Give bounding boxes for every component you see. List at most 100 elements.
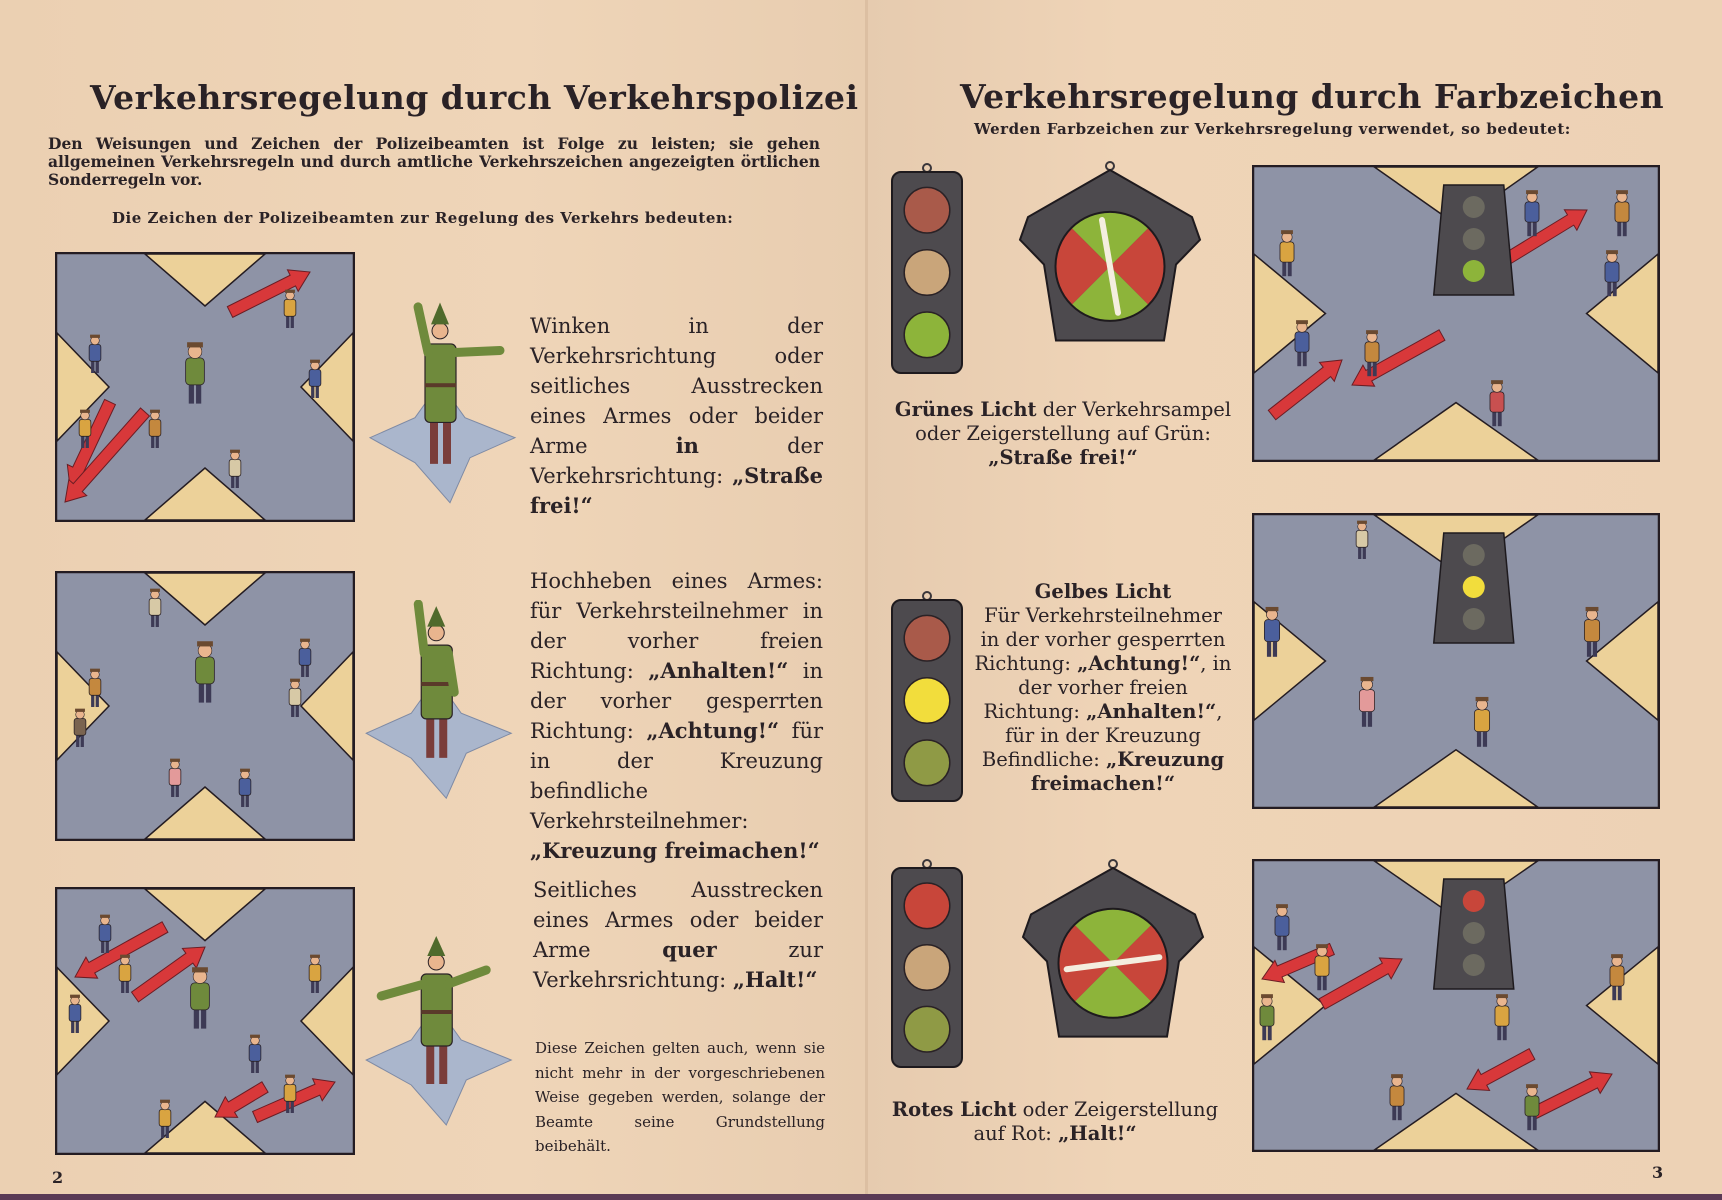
person-body — [238, 777, 252, 796]
crossing-platform — [368, 381, 517, 504]
person-leg — [71, 1020, 75, 1033]
person-hat — [1265, 606, 1279, 612]
person-leg — [193, 1007, 199, 1029]
person-body — [1489, 391, 1505, 413]
person-leg — [81, 435, 85, 448]
officer-boot — [430, 415, 438, 464]
person-leg — [1262, 1024, 1267, 1041]
person-body — [73, 717, 87, 736]
person-leg — [1282, 934, 1287, 951]
officer-arm — [443, 965, 491, 989]
signal-text: Winken in der Verkehrsrichtung oder seit… — [530, 314, 823, 458]
person-hat — [1611, 954, 1623, 959]
lamp-green — [903, 311, 951, 359]
person-body — [1583, 619, 1601, 642]
page-fold — [865, 0, 868, 1200]
person-hat — [1281, 230, 1293, 235]
crossing-platform — [365, 1004, 513, 1126]
green-light-command: „Straße frei!“ — [988, 446, 1138, 469]
person-hat — [285, 1074, 295, 1078]
signal-text-street-free: Winken in der Verkehrsrichtung oder seit… — [530, 311, 823, 521]
person-body — [1494, 1005, 1510, 1027]
person-hat — [90, 334, 100, 338]
officer-arm — [413, 600, 429, 658]
red-arrow — [1528, 1071, 1613, 1121]
person-leg — [155, 435, 159, 448]
person-hat — [192, 967, 208, 973]
person-leg — [1302, 350, 1307, 367]
person-hat — [100, 914, 110, 918]
person-body — [190, 982, 210, 1011]
person-leg — [1532, 1114, 1537, 1131]
person-hat — [1585, 606, 1599, 612]
signal-emphasis: in — [675, 433, 699, 458]
yellow-light-desc: , für in der Kreuzung Befindliche: — [981, 700, 1223, 771]
traffic-light-red — [891, 859, 963, 1068]
dial-quadrant — [1113, 924, 1168, 1002]
illustration-crossing-police-wave — [55, 252, 355, 522]
red-arrow — [1318, 957, 1403, 1010]
signal-command: „Straße frei!“ — [530, 463, 823, 518]
person-hat — [290, 678, 300, 682]
green-light-heading: Grünes Licht — [894, 398, 1037, 421]
person-hat — [300, 638, 310, 642]
officer-boot — [426, 712, 435, 758]
person-leg — [1272, 639, 1278, 657]
person-leg — [1622, 220, 1627, 237]
person-body — [88, 344, 102, 362]
person-leg — [91, 694, 95, 707]
person-leg — [196, 382, 202, 404]
dial-quadrant — [1071, 266, 1149, 321]
person-body — [1389, 1085, 1405, 1107]
person-leg — [1497, 410, 1502, 427]
lamp-red — [1462, 196, 1485, 218]
person-body — [195, 656, 215, 685]
person-leg — [1607, 280, 1612, 297]
person-leg — [286, 315, 290, 328]
officer-boot — [426, 1040, 435, 1084]
page-bottom-edge — [0, 1194, 1722, 1200]
person-leg — [1277, 934, 1282, 951]
person-body — [308, 369, 322, 387]
person-leg — [1367, 360, 1372, 377]
sidewalk-corner — [299, 650, 354, 762]
sidewalk-corner — [142, 467, 268, 521]
person-body — [168, 767, 182, 786]
person-body — [158, 1108, 172, 1127]
person-hat — [150, 409, 160, 413]
person-leg — [301, 664, 305, 677]
page-number-left: 2 — [52, 1168, 64, 1187]
sidewalk-corner — [1372, 748, 1540, 808]
left-page-title: Verkehrsregelung durch Verkehrspolizei — [90, 78, 859, 117]
crossing-platform — [365, 677, 513, 800]
sidewalk-corner — [1585, 600, 1659, 722]
person-hat — [1616, 190, 1628, 195]
signal-text: in der vorher gesperrten Richtung: — [530, 659, 824, 743]
officer-boot — [443, 415, 451, 464]
person-hat — [70, 994, 80, 998]
person-leg — [1617, 984, 1622, 1001]
red-light-command: „Halt!“ — [1058, 1122, 1137, 1145]
person-leg — [188, 382, 194, 404]
person-leg — [315, 980, 319, 993]
person-body — [228, 458, 242, 477]
person-body — [1604, 261, 1620, 283]
person-leg — [1287, 260, 1292, 277]
yellow-light-command: „Achtung!“ — [1077, 652, 1201, 675]
person-hat — [1360, 676, 1374, 682]
sidewalk-corner — [299, 965, 354, 1077]
signal-text: Seitliches Ausstrecken eines Armes oder … — [533, 878, 823, 962]
officer-head — [427, 953, 445, 971]
person-leg — [1492, 410, 1497, 427]
lamp-yellow — [1462, 576, 1485, 598]
person-hat — [80, 409, 90, 413]
person-hat — [120, 954, 130, 958]
sidewalk-corner — [1372, 401, 1540, 461]
person-leg — [241, 794, 245, 807]
person-leg — [231, 475, 235, 488]
pointer-signal-red — [1021, 859, 1205, 1038]
red-light-desc: oder Zeigerstellung auf Rot: — [973, 1098, 1219, 1145]
person-hat — [1526, 1084, 1538, 1089]
sidewalk-corner — [56, 965, 111, 1077]
sidewalk-corner — [1372, 1092, 1540, 1151]
